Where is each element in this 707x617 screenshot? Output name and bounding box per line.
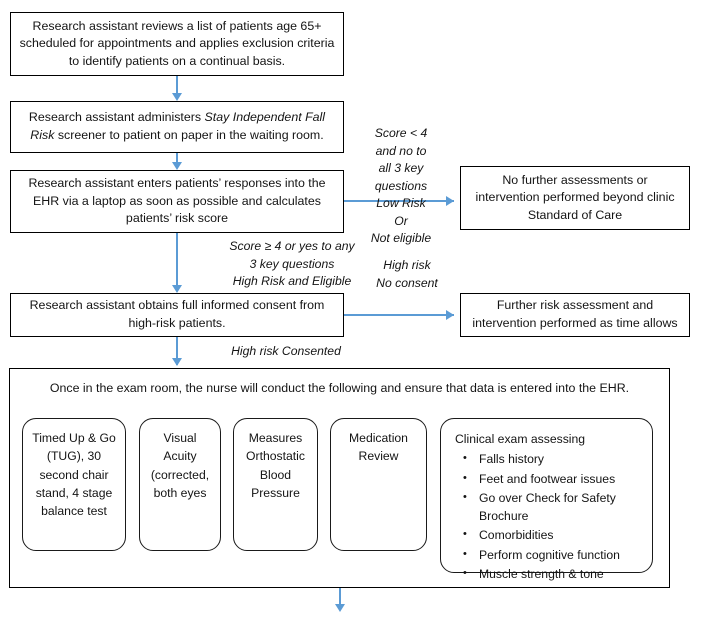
screener-name-italic: Stay Independent Fall Risk [30, 110, 326, 142]
process-box-administer-screener: Research assistant administers Stay Inde… [10, 101, 344, 153]
process-box-enter-responses-ehr-text: Research assistant enters patients’ resp… [28, 176, 326, 226]
connector-low-risk-line [344, 200, 454, 202]
list-item: Muscle strength & tone [459, 565, 642, 583]
task-box-medication-review: Medication Review [330, 418, 427, 551]
list-item: Go over Check for Safety Brochure [459, 489, 642, 526]
process-box-review-patient-list-text: Research assistant reviews a list of pat… [19, 18, 335, 68]
connector-exam-next-line [339, 588, 341, 609]
list-item: Feet and footwear issues [459, 470, 642, 488]
task-box-orthostatic-bp-text: Measures Orthostatic Blood Pressure [246, 431, 305, 500]
branch-label-high-risk-no-consent: High risk No consent [376, 258, 438, 290]
connector-exam-next-arrow [335, 604, 345, 612]
task-box-clinical-exam: Clinical exam assessing Falls history Fe… [440, 418, 653, 582]
process-box-obtain-consent: Research assistant obtains full informed… [10, 293, 344, 337]
task-box-visual-acuity-text: Visual Acuity (corrected, both eyes [150, 431, 210, 500]
connector-no-consent-arrow [446, 310, 454, 320]
connector-step4-exam-line [176, 337, 178, 365]
list-item: Falls history [459, 450, 642, 468]
process-box-obtain-consent-text: Research assistant obtains full informed… [29, 298, 325, 330]
connector-low-risk-arrow [446, 196, 454, 206]
connector-no-consent-line [344, 314, 454, 316]
exam-room-header: Once in the exam room, the nurse will co… [49, 381, 630, 395]
outcome-box-further-risk-assessment-text: Further risk assessment and intervention… [472, 298, 678, 330]
connector-step1-step2-arrow [172, 93, 182, 101]
connector-step2-step3-arrow [172, 162, 182, 170]
branch-label-high-risk-consented: High risk Consented [231, 344, 341, 358]
task-box-orthostatic-bp: Measures Orthostatic Blood Pressure [233, 418, 318, 551]
connector-step2-step3-line [176, 153, 178, 168]
task-box-medication-review-text: Medication Review [349, 431, 408, 464]
process-box-enter-responses-ehr: Research assistant enters patients’ resp… [10, 170, 344, 233]
task-box-visual-acuity: Visual Acuity (corrected, both eyes [139, 418, 221, 551]
clinical-exam-bullet-list: Falls history Feet and footwear issues G… [455, 450, 642, 583]
list-item: Perform cognitive function [459, 546, 642, 564]
outcome-box-no-further-assessment-text: No further assessments or intervention p… [475, 172, 675, 222]
outcome-box-further-risk-assessment: Further risk assessment and intervention… [460, 293, 690, 337]
outcome-box-no-further-assessment: No further assessments or intervention p… [460, 166, 690, 230]
connector-step4-exam-arrow [172, 358, 182, 366]
process-box-review-patient-list: Research assistant reviews a list of pat… [10, 12, 344, 76]
task-box-tug-text: Timed Up & Go (TUG), 30 second chair sta… [32, 431, 116, 519]
process-box-administer-screener-text: Research assistant administers Stay Inde… [19, 109, 335, 144]
connector-step3-step4-arrow [172, 285, 182, 293]
branch-label-low-risk: Score < 4 and no to all 3 key questions … [370, 126, 432, 246]
task-box-tug: Timed Up & Go (TUG), 30 second chair sta… [22, 418, 126, 551]
screener-text-prefix: Research assistant administers [28, 110, 205, 125]
connector-step3-step4-line [176, 233, 178, 290]
screener-text-suffix: screener to patient on paper in the wait… [54, 128, 324, 142]
branch-label-high-risk-eligible: Score ≥ 4 or yes to any 3 key questions … [229, 239, 355, 289]
list-item: Comorbidities [459, 526, 642, 544]
connector-step1-step2-line [176, 76, 178, 97]
clinical-exam-heading: Clinical exam assessing [455, 432, 586, 446]
